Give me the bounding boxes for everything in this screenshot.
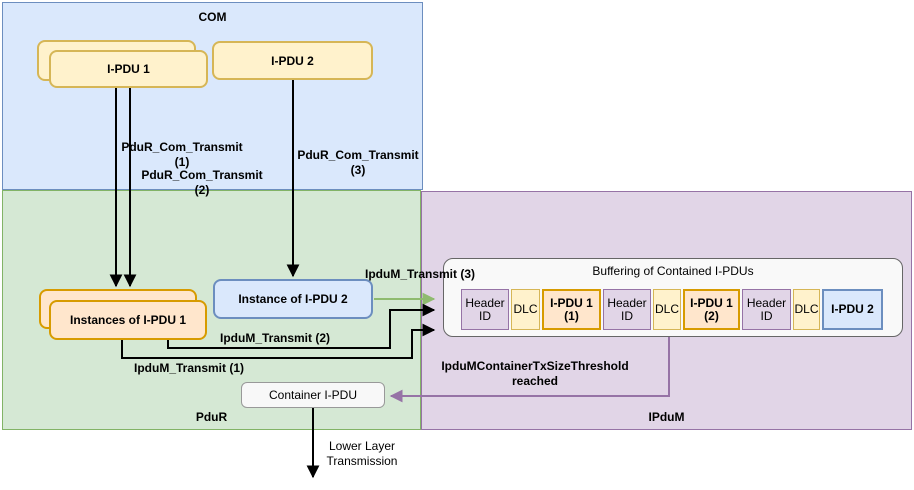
- label-ipdum-transmit-2: IpduM_Transmit (2): [219, 331, 331, 345]
- buffering-title: Buffering of Contained I-PDUs: [592, 264, 754, 278]
- instances-ipdu1-box: Instances of I-PDU 1: [49, 300, 207, 340]
- buffer-cell-ipdu1: I-PDU 1 (2): [683, 289, 740, 330]
- buffer-cell-header: Header ID: [461, 289, 509, 330]
- buffer-cell-dlc: DLC: [511, 289, 540, 330]
- buffer-cell-dlc: DLC: [653, 289, 681, 330]
- label-lower-layer-transmission: Lower Layer Transmission: [326, 439, 398, 468]
- ipdu1-box: I-PDU 1: [49, 50, 208, 88]
- label-pdur-com-transmit-2: PduR_Com_Transmit (2): [141, 168, 263, 197]
- label-threshold-reached: IpduMContainerTxSizeThreshold reached: [441, 359, 629, 388]
- buffer-cell-dlc: DLC: [793, 289, 820, 330]
- label-pdur-com-transmit-3: PduR_Com_Transmit (3): [297, 148, 419, 177]
- instance-ipdu2-box: Instance of I-PDU 2: [213, 279, 373, 319]
- label-ipdum-transmit-3: IpduM_Transmit (3): [364, 267, 476, 281]
- buffer-cell-header: Header ID: [742, 289, 791, 330]
- ipdu2-box: I-PDU 2: [212, 41, 373, 80]
- buffer-cell-ipdu2: I-PDU 2: [822, 289, 883, 330]
- buffer-cell-ipdu1: I-PDU 1 (1): [542, 289, 601, 330]
- region-ipdum-label: IPduM: [648, 410, 685, 424]
- region-com: COM: [2, 2, 423, 190]
- buffer-cell-header: Header ID: [603, 289, 651, 330]
- label-ipdum-transmit-1: IpduM_Transmit (1): [133, 361, 245, 375]
- container-ipdu-box: Container I-PDU: [241, 382, 385, 408]
- label-pdur-com-transmit-1: PduR_Com_Transmit (1): [121, 140, 243, 169]
- region-pdur-label: PduR: [195, 410, 228, 424]
- region-com-label: COM: [198, 10, 227, 24]
